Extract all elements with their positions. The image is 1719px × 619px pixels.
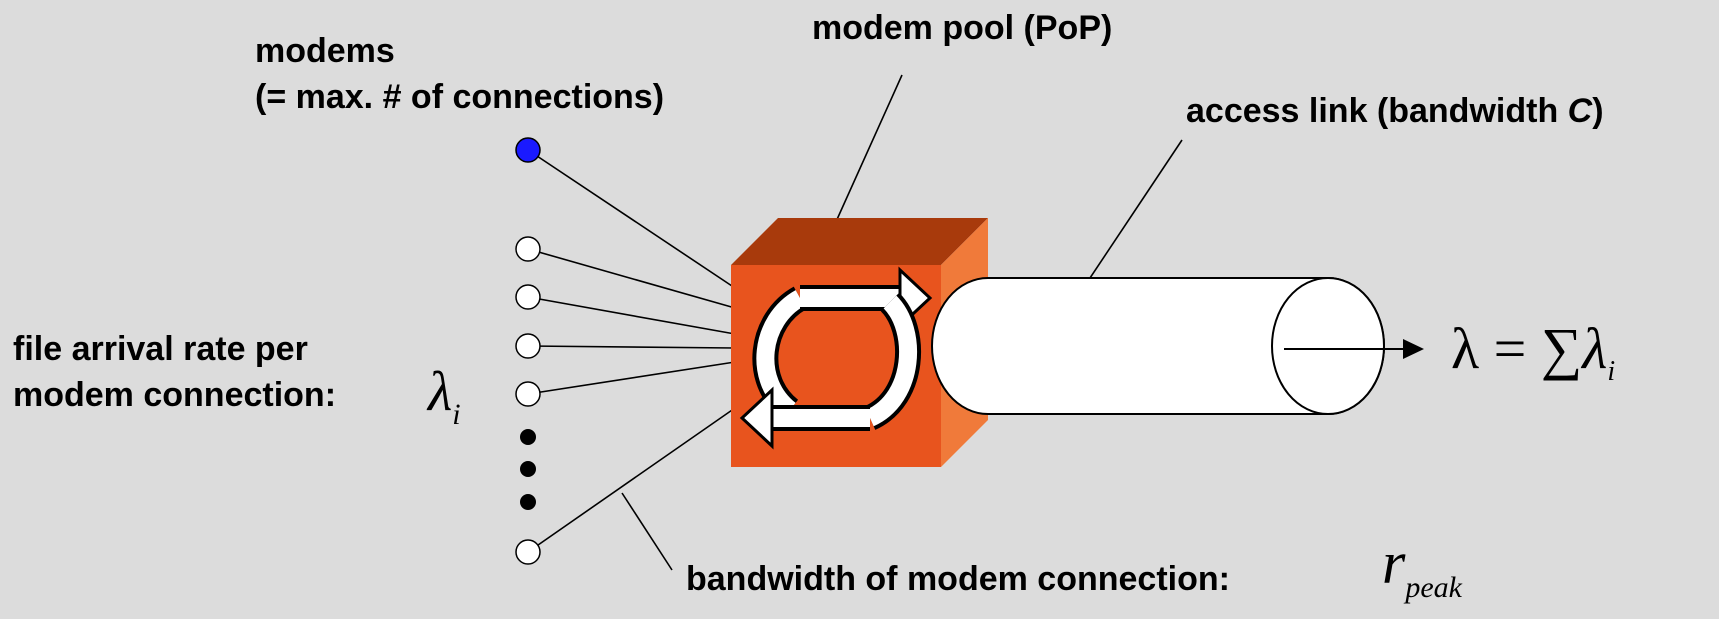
modem-pool-pointer: [829, 74, 903, 236]
connection-line: [527, 248, 736, 309]
arrival-rate-label: file arrival rate per modem connection:: [13, 326, 336, 418]
modems-label-line1: modems: [255, 32, 395, 70]
access-link-var: C: [1567, 92, 1593, 130]
connection-line: [527, 149, 736, 289]
total-lambda: λ: [1582, 316, 1608, 381]
cylinder-end: [1271, 277, 1385, 415]
bandwidth-modem-text: bandwidth of modem connection:: [686, 560, 1230, 598]
access-link-close: ): [1592, 92, 1604, 130]
connection-line: [527, 296, 736, 335]
access-link-pointer: [1089, 139, 1183, 279]
modems: [515, 137, 541, 565]
r-peak-math: rpeak: [1382, 532, 1462, 619]
bandwidth-modem-label: bandwidth of modem connection:: [686, 556, 1230, 602]
total-rate-math: λ = ∑λi: [1451, 317, 1615, 404]
modem-pool-box: [731, 218, 988, 467]
lambda-symbol: λ: [428, 361, 453, 423]
modem: [515, 539, 541, 565]
modem: [515, 333, 541, 359]
modem-pool-label: modem pool (PoP): [812, 9, 1113, 47]
bandwidth-pointer: [621, 492, 673, 571]
access-link-label: access link (bandwidth C): [1186, 88, 1604, 134]
connection-line: [527, 345, 736, 349]
arrival-rate-line2: modem connection:: [13, 372, 336, 418]
lambda-sub: i: [452, 398, 461, 431]
modem: [515, 236, 541, 262]
box-top: [731, 218, 988, 265]
ellipsis-dot: [520, 461, 536, 477]
ellipsis-dot: [520, 429, 536, 445]
circular-arrows-icon: [739, 266, 933, 450]
modems-label: modems (= max. # of connections): [255, 28, 664, 120]
modem: [515, 381, 541, 407]
total-lhs: λ = ∑: [1451, 316, 1583, 381]
connection-line: [527, 407, 736, 553]
connection-line: [527, 361, 736, 395]
r-sub: peak: [1405, 571, 1462, 604]
arrival-rate-line1: file arrival rate per: [13, 330, 308, 368]
arrival-rate-text: modem connection:: [13, 376, 337, 414]
modem: [515, 284, 541, 310]
pointer-lines: [621, 74, 1183, 571]
total-sub: i: [1607, 356, 1616, 387]
lambda-i-math: λi: [428, 362, 461, 445]
ellipsis-dot: [520, 494, 536, 510]
modem-active: [515, 137, 541, 163]
modems-label-line2: (= max. # of connections): [255, 78, 665, 116]
r-symbol: r: [1382, 530, 1406, 596]
output-arrow: [1284, 339, 1424, 359]
modem-connection-lines: [527, 149, 736, 553]
access-link-text: access link (bandwidth: [1186, 92, 1568, 130]
access-link-cylinder: [931, 277, 1385, 415]
ellipsis-dots: [520, 429, 536, 510]
arrow-head-icon: [1403, 339, 1424, 359]
